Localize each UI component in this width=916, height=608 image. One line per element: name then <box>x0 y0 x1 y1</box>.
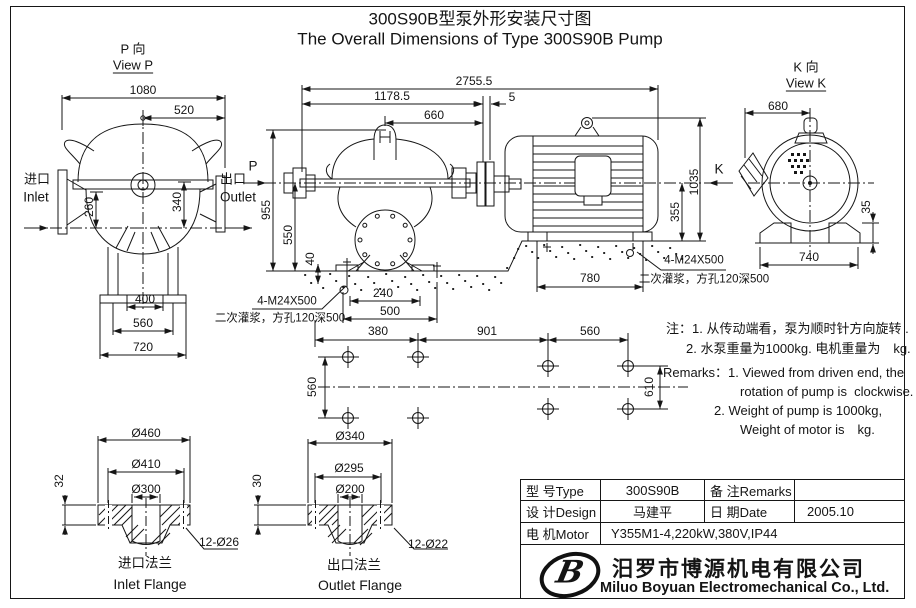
dim-d200-label: Ø200 <box>335 482 365 496</box>
outlet-label-en: Outlet <box>219 189 257 205</box>
table-cell-remarks-value <box>795 480 905 502</box>
dim-520-label: 520 <box>173 103 195 117</box>
dim-680-label: 680 <box>767 99 789 113</box>
dim-660-label: 660 <box>423 108 445 122</box>
dim-340-inlet-label: 340 <box>170 191 184 213</box>
table-cell-motor-value: Y355M1-4,220kW,380V,IP44 <box>611 525 778 541</box>
table-cell-type-value: 300S90B <box>601 480 705 502</box>
dim-901-label: 901 <box>476 324 498 338</box>
vent-grid-pattern <box>788 153 809 174</box>
dim-d295-label: Ø295 <box>334 461 364 475</box>
dim-380-label: 380 <box>367 324 389 338</box>
inlet-label-cn: 进口 <box>23 171 51 187</box>
dim-d340-label: Ø340 <box>335 429 365 443</box>
inlet-flange-linework <box>62 436 238 556</box>
dim-955-label: 955 <box>259 199 273 221</box>
inlet-flange-label-en: Inlet Flange <box>113 576 187 592</box>
grout-note-left: 二次灌浆，方孔120深500 <box>214 312 346 325</box>
dim-740-label: 740 <box>798 250 820 264</box>
main-elevation-linework <box>244 85 733 323</box>
inlet-bolt-holes-label: 12-Ø26 <box>198 535 240 549</box>
dim-260-label: 260 <box>82 196 96 218</box>
company-name-cn: 汨罗市博源机电有限公司 <box>612 558 865 581</box>
company-logo-icon <box>539 551 601 599</box>
dim-35-label: 35 <box>859 200 873 214</box>
dim-2755-label: 2755.5 <box>455 74 493 88</box>
anchor-bolt-note-right: 4-M24X500 <box>664 254 724 267</box>
outlet-flange-label-cn: 出口法兰 <box>327 557 381 573</box>
dim-1035-label: 1035 <box>687 168 701 196</box>
dim-30-label: 30 <box>250 474 264 488</box>
inlet-label-en: Inlet <box>23 189 49 205</box>
note-en-line1: Remarks：1. Viewed from driven end, the <box>663 365 905 380</box>
table-cell-remarks-label: 备 注Remarks <box>705 480 795 502</box>
outlet-flange-label-en: Outlet Flange <box>317 577 403 593</box>
company-block <box>520 545 905 598</box>
note-en-line3: 2. Weight of pump is 1000kg, <box>714 403 883 418</box>
dim-d300-label: Ø300 <box>131 482 161 496</box>
dim-1178-label: 1178.5 <box>374 89 410 103</box>
note-en-line4: Weight of motor is kg. <box>740 422 875 437</box>
dim-560-plan-top-label: 560 <box>579 324 601 338</box>
dim-d410-label: Ø410 <box>131 457 161 471</box>
view-p-label-en: View P <box>112 57 154 73</box>
view-p-linework <box>24 95 252 359</box>
drawing-title-en: The Overall Dimensions of Type 300S90B P… <box>297 29 663 49</box>
view-k-label-cn: K 向 <box>793 59 819 75</box>
table-cell-design-value: 马建平 <box>601 501 705 523</box>
dim-780-label: 780 <box>579 271 601 285</box>
anchor-hole-symbols <box>337 346 639 429</box>
dim-720-label: 720 <box>132 340 154 354</box>
table-cell-date-value: 2005.10 <box>795 501 905 523</box>
view-k-linework <box>738 108 879 269</box>
anchor-bolt-note-left: 4-M24X500 <box>257 295 317 308</box>
dim-240-label: 240 <box>372 286 394 300</box>
dim-1080-label: 1080 <box>129 83 157 97</box>
outlet-label-cn: 出口 <box>219 171 247 187</box>
outlet-bolt-holes-label: 12-Ø22 <box>407 537 449 551</box>
outlet-flange-linework <box>254 439 448 556</box>
dim-500-label: 500 <box>379 304 401 318</box>
dim-610-label: 610 <box>642 376 656 398</box>
table-cell-design-label: 设 计Design <box>521 501 601 523</box>
dim-40-label: 40 <box>303 252 317 266</box>
dim-d460-label: Ø460 <box>131 426 161 440</box>
view-k-label-en: View K <box>785 75 827 91</box>
sheet-border <box>10 6 905 599</box>
dim-32-label: 32 <box>52 474 66 488</box>
section-p-arrow-label: P <box>248 158 258 174</box>
foundation-plan-linework <box>314 320 688 429</box>
dim-355-label: 355 <box>668 201 682 223</box>
section-k-arrow-label: K <box>714 161 724 177</box>
view-p-label-cn: P 向 <box>120 41 146 57</box>
inlet-flange-label-cn: 进口法兰 <box>118 555 172 571</box>
grout-note-right: 二次灌浆，方孔120深500 <box>638 273 770 286</box>
dim-400-label: 400 <box>134 292 156 306</box>
company-name-en: Miluo Boyuan Electromechanical Co., Ltd. <box>600 580 890 596</box>
dim-5-label: 5 <box>508 90 516 104</box>
drawing-title-cn: 300S90B型泵外形安装尺寸图 <box>368 9 592 29</box>
table-cell-type-label: 型 号Type <box>521 480 601 502</box>
dim-560-base-label: 560 <box>132 316 154 330</box>
dim-560-plan-side-label: 560 <box>305 376 319 398</box>
note-en-line2: rotation of pump is clockwise. <box>740 384 914 399</box>
title-block-table: 型 号Type 300S90B 备 注Remarks 设 计Design 马建平… <box>520 479 905 545</box>
dim-550-label: 550 <box>281 224 295 246</box>
table-cell-motor-label: 电 机Motor <box>521 522 601 544</box>
note-cn-line1: 注：1. 从传动端看，泵为顺时针方向旋转 . <box>666 321 909 336</box>
table-cell-date-label: 日 期Date <box>705 501 795 523</box>
note-cn-line2: 2. 水泵重量为1000kg. 电机重量为 kg. <box>686 341 911 356</box>
